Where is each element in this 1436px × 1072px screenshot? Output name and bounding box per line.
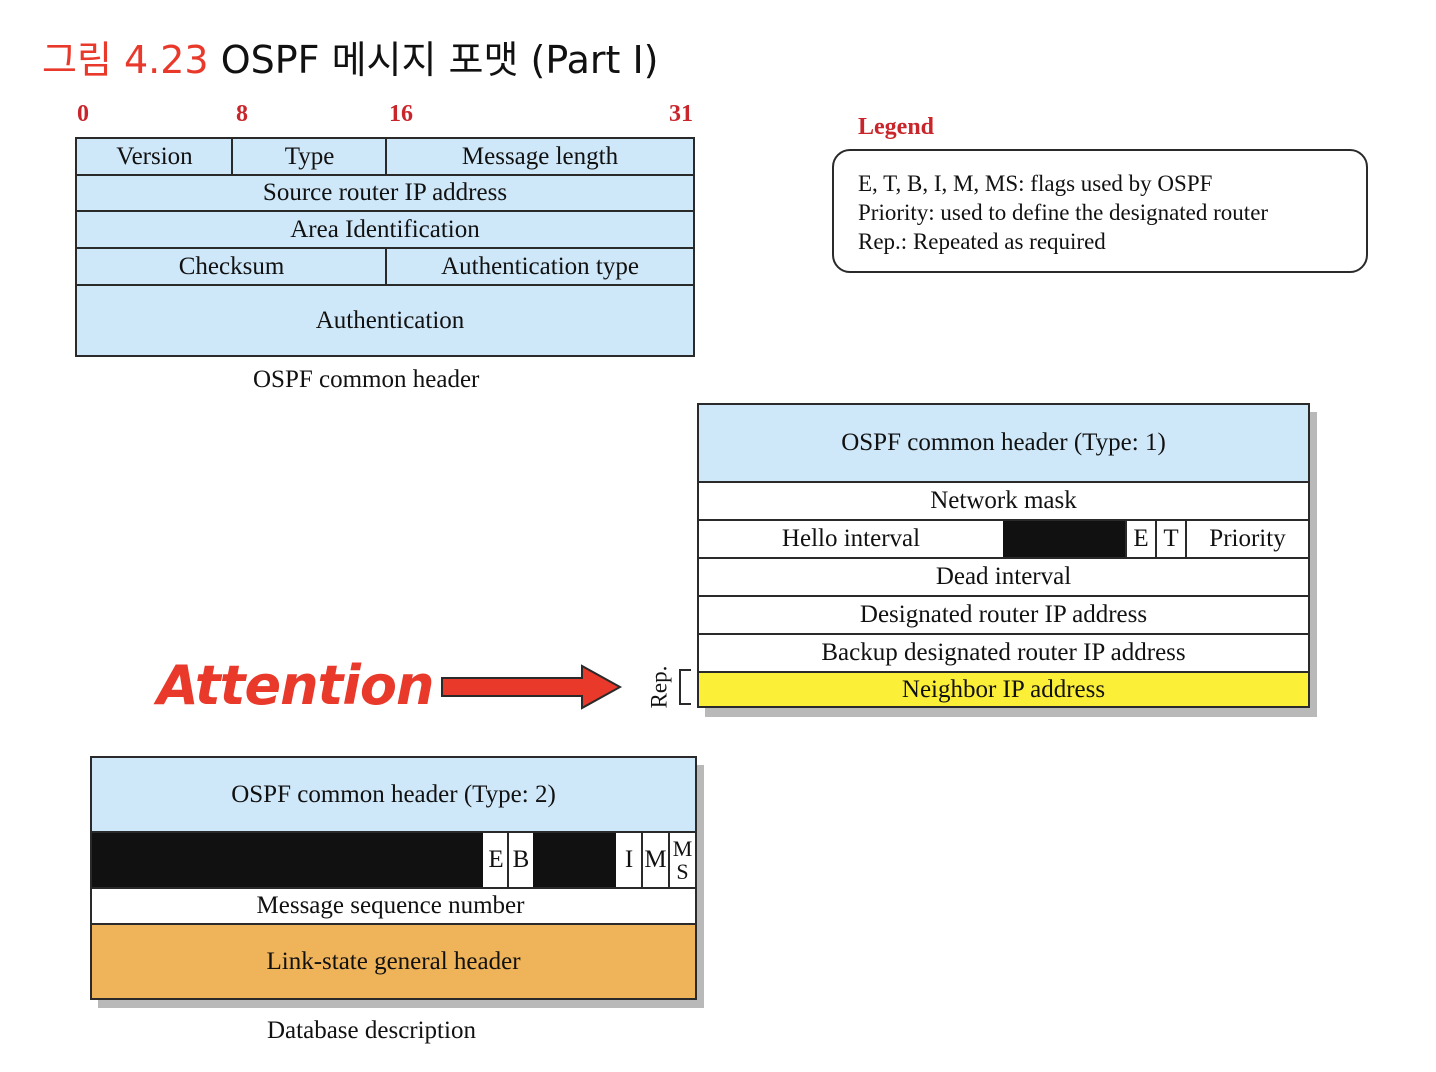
- col-divider: [385, 139, 387, 174]
- legend-line-flags: E, T, B, I, M, MS: flags used by OSPF: [858, 171, 1213, 196]
- col-divider: [507, 833, 509, 887]
- rep-label: Rep.: [646, 665, 671, 709]
- attention-label: Attention: [157, 654, 434, 717]
- designated-router-field: Designated router IP address: [859, 601, 1148, 628]
- hello-interval-field: Hello interval: [781, 525, 921, 552]
- row-divider: [699, 671, 1308, 673]
- auth-type-field: Authentication type: [441, 252, 639, 280]
- hello-common-header: OSPF common header (Type: 1): [699, 405, 1308, 481]
- col-divider: [231, 139, 233, 174]
- bit-number-0: 0: [77, 101, 89, 127]
- row-divider: [699, 595, 1308, 597]
- dead-interval-field: Dead interval: [935, 563, 1072, 590]
- row-divider: [92, 887, 695, 889]
- authentication-field: Authentication: [315, 306, 465, 334]
- figure-number: 그림 4.23: [42, 38, 209, 82]
- dbd-caption: Database description: [267, 1017, 476, 1044]
- bit-number-16: 16: [389, 101, 413, 127]
- checksum-field: Checksum: [178, 252, 285, 280]
- reserved-bits: [533, 833, 616, 887]
- link-state-header-field: Link-state general header: [92, 925, 695, 998]
- bit-number-8: 8: [236, 101, 248, 127]
- flag-i: I: [616, 833, 642, 887]
- figure-title: 그림 4.23 OSPF 메시지 포맷 (Part I): [42, 36, 659, 84]
- col-divider: [1185, 521, 1187, 557]
- rep-bracket: [679, 669, 691, 705]
- flag-t: T: [1163, 525, 1179, 552]
- figure-title-text: OSPF 메시지 포맷 (Part I): [220, 38, 659, 82]
- row-divider: [92, 923, 695, 925]
- network-mask-field: Network mask: [930, 487, 1077, 514]
- legend-line-rep: Rep.: Repeated as required: [858, 229, 1106, 254]
- row-divider: [77, 174, 693, 176]
- rep-label-wrap: Rep.: [644, 662, 674, 712]
- priority-field: Priority: [1209, 525, 1286, 552]
- row-divider: [77, 210, 693, 212]
- flag-ms-top: M: [672, 836, 693, 861]
- attention-arrow: [441, 664, 623, 710]
- neighbor-ip-field: Neighbor IP address: [699, 673, 1308, 706]
- flag-ms: M S: [670, 833, 695, 887]
- type-field: Type: [284, 143, 335, 170]
- flag-ms-bottom: S: [676, 859, 689, 884]
- col-divider: [1125, 521, 1127, 557]
- backup-designated-field: Backup designated router IP address: [821, 639, 1186, 666]
- version-field: Version: [116, 143, 193, 170]
- message-length-field: Message length: [461, 143, 619, 170]
- ospf-common-header-diagram: Version Type Message length Source route…: [75, 137, 695, 357]
- hello-packet-diagram: OSPF common header (Type: 1) Network mas…: [697, 403, 1310, 708]
- flag-e: E: [483, 833, 509, 887]
- col-divider: [385, 247, 387, 284]
- legend-title: Legend: [858, 114, 935, 140]
- source-router-field: Source router IP address: [262, 179, 508, 206]
- bit-number-31: 31: [669, 101, 693, 127]
- col-divider: [668, 833, 670, 887]
- reserved-bits: [92, 833, 483, 887]
- dbd-packet-diagram: OSPF common header (Type: 2) E B I M M S…: [90, 756, 697, 1000]
- legend-box: E, T, B, I, M, MS: flags used by OSPF Pr…: [832, 149, 1368, 273]
- row-divider: [699, 633, 1308, 635]
- row-divider: [699, 519, 1308, 521]
- dbd-common-header: OSPF common header (Type: 2): [92, 758, 695, 831]
- row-divider: [77, 284, 693, 286]
- row-divider: [699, 557, 1308, 559]
- flag-b: B: [509, 833, 533, 887]
- row-divider: [92, 831, 695, 833]
- sequence-number-field: Message sequence number: [256, 892, 525, 919]
- flag-e: E: [1133, 525, 1149, 552]
- reserved-bits: [1003, 521, 1125, 557]
- area-id-field: Area Identification: [290, 215, 480, 243]
- col-divider: [641, 833, 643, 887]
- row-divider: [699, 481, 1308, 483]
- legend-line-priority: Priority: used to define the designated …: [858, 200, 1269, 225]
- common-header-caption: OSPF common header: [253, 366, 480, 393]
- flag-m: M: [643, 833, 668, 887]
- col-divider: [1155, 521, 1157, 557]
